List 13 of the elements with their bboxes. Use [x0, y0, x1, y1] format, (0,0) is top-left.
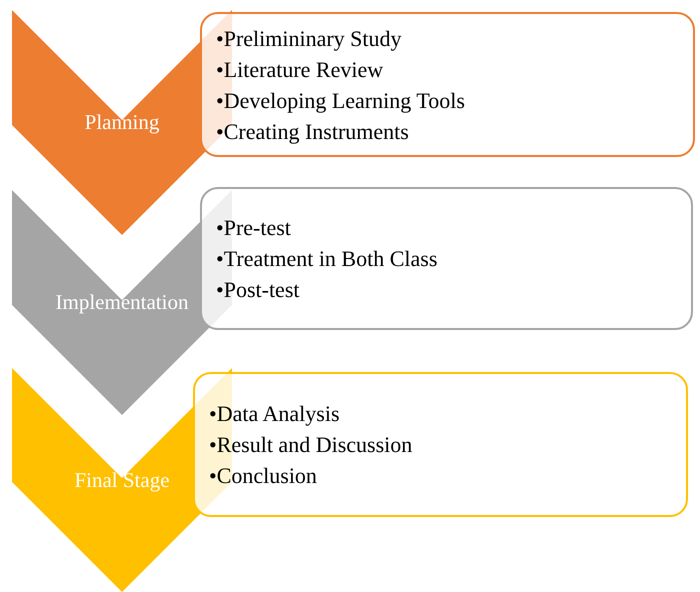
- list-item: •Treatment in Both Class: [216, 245, 438, 273]
- list-item: •Data Analysis: [209, 400, 341, 428]
- list-box: [200, 187, 693, 330]
- list-item: •Literature Review: [216, 56, 384, 84]
- list-item: •Prelimininary Study: [216, 24, 403, 53]
- list-box: [200, 12, 695, 157]
- list-item: •Conclusion: [209, 462, 318, 490]
- list-item: •Post-test: [216, 276, 300, 304]
- list-item: •Developing Learning Tools: [216, 86, 466, 115]
- list-item: •Creating Instruments: [216, 118, 410, 146]
- list-box: [193, 372, 688, 517]
- list-item: •Result and Discussion: [209, 431, 414, 459]
- list-item: •Pre-test: [216, 214, 292, 242]
